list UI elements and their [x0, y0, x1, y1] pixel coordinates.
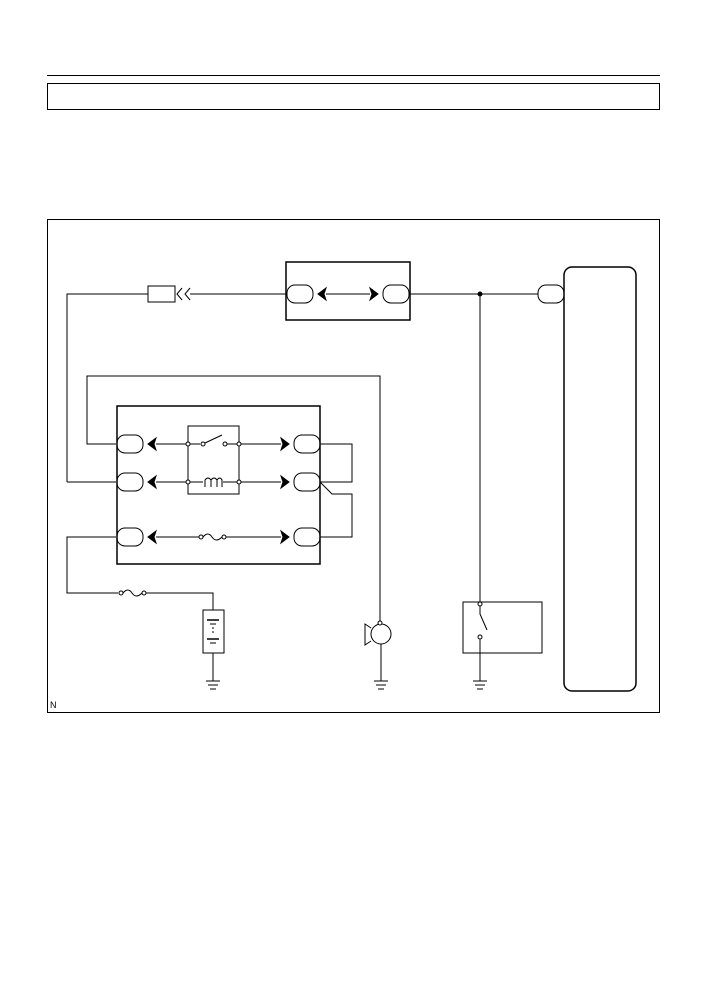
plug-chevrons — [176, 287, 191, 301]
header-rule — [47, 75, 660, 76]
horn-switch-contact-top — [477, 601, 483, 607]
horn — [370, 623, 392, 645]
internal-fuse — [202, 533, 223, 541]
wire-left-main — [66, 293, 148, 482]
relay-pin-r1 — [293, 434, 321, 454]
horn-switch-blade — [479, 606, 488, 631]
title-box — [47, 83, 660, 110]
relay-switch-blade — [204, 434, 223, 444]
junction-connector-box — [285, 261, 411, 321]
ground-horn-switch — [473, 680, 487, 690]
relay-right-loop-1 — [320, 443, 353, 483]
relay-pin-l1 — [116, 434, 144, 454]
relay-switch-contact-b — [222, 441, 228, 447]
horn-switch-box — [462, 601, 543, 654]
junction-pin-right — [382, 284, 410, 304]
relay-pin-l3 — [116, 527, 144, 547]
junction-pin-left — [286, 284, 314, 304]
diagram-frame — [47, 219, 660, 713]
relay-pin-r2 — [293, 472, 321, 492]
figure-id: N — [50, 700, 57, 710]
connector-plug — [147, 285, 176, 303]
ground-battery — [206, 680, 220, 690]
relay-box — [187, 425, 240, 495]
relay-pin-l2 — [116, 472, 144, 492]
ground-horn — [374, 680, 388, 690]
relay-switch-contact-a — [200, 441, 206, 447]
relay-pin-r3 — [293, 527, 321, 547]
junction-arrow-right — [369, 286, 379, 302]
horn-bell — [364, 623, 372, 646]
wire-fuse-to-battery — [146, 592, 214, 610]
horn-switch-contact-bottom — [477, 634, 483, 640]
junction-arrow-left — [317, 286, 327, 302]
ecu-module — [563, 266, 637, 692]
ecu-pin — [537, 284, 565, 304]
relay-right-loop-2 — [319, 481, 353, 538]
inline-fuse — [122, 589, 143, 597]
wire-relay-to-fuse — [66, 536, 118, 594]
relay-coil — [204, 477, 223, 487]
wire-horn-to-relay — [86, 375, 381, 622]
